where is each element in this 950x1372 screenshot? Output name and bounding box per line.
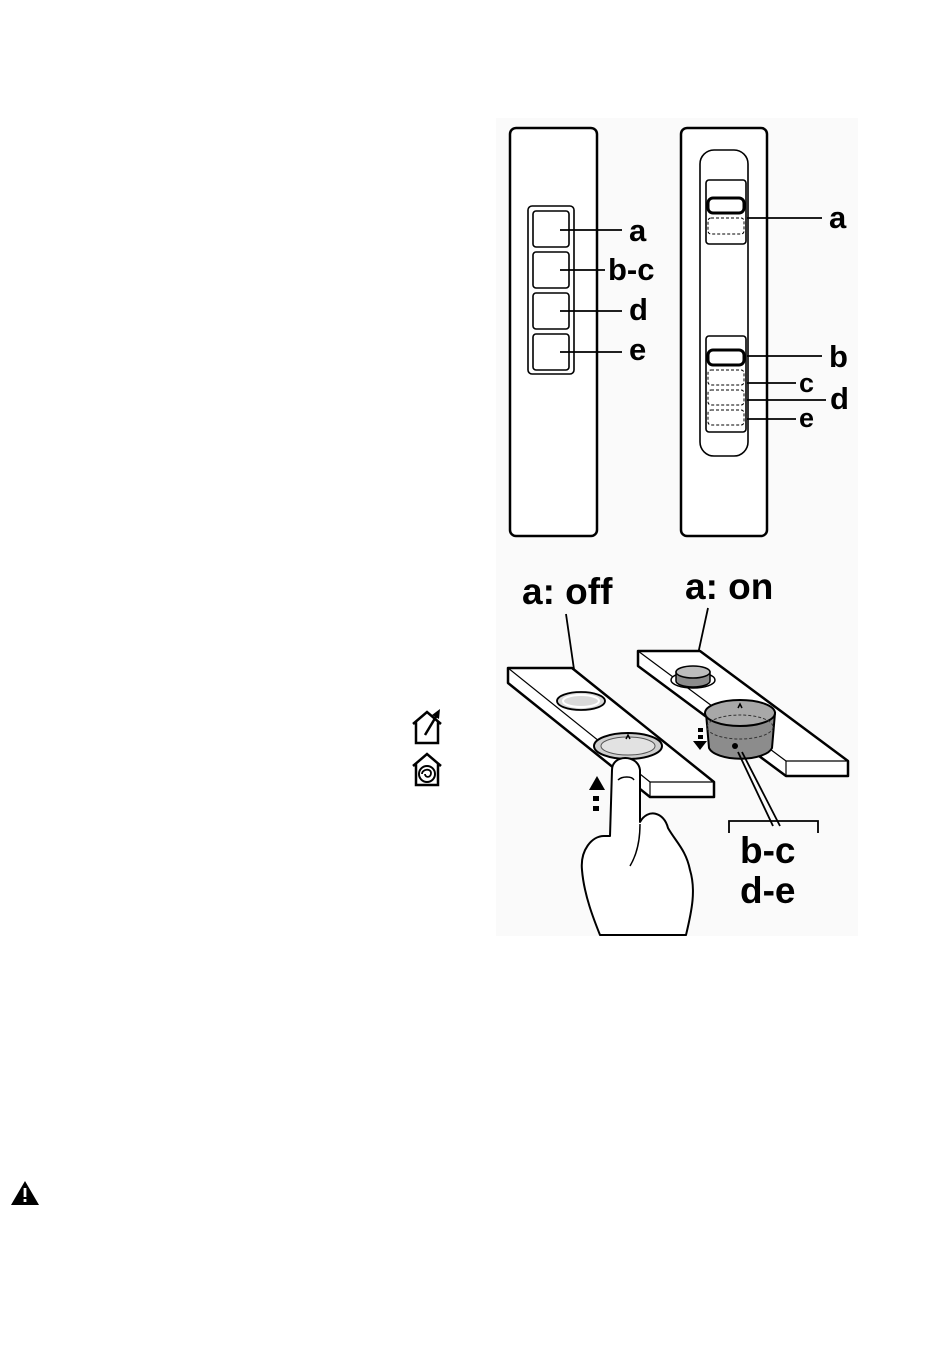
- slider-light-knob: [708, 198, 744, 213]
- label-a: a: [629, 213, 647, 248]
- press-arrow-dash: [593, 806, 599, 811]
- button-a-top: [676, 666, 710, 678]
- warning-exclamation-bar: [24, 1188, 27, 1197]
- label-a-off: a: off: [522, 571, 613, 612]
- label-e: e: [799, 403, 814, 433]
- button-a: [533, 211, 569, 247]
- circulation-swirl-icon: [422, 770, 431, 777]
- extraction-mode-icon: [408, 707, 446, 745]
- label-speeds-d-e: d-e: [740, 870, 796, 911]
- label-b-c: b-c: [608, 252, 655, 287]
- label-a-on: a: on: [685, 566, 773, 607]
- label-a: a: [829, 200, 847, 235]
- warning-triangle-icon: [11, 1181, 39, 1205]
- label-d: d: [629, 292, 648, 327]
- press-arrow-dash: [593, 796, 599, 801]
- label-b: b: [829, 339, 848, 374]
- release-arrow-dash: [698, 735, 703, 739]
- recirculation-mode-icon: [413, 754, 441, 785]
- release-arrow-dash: [698, 728, 703, 732]
- label-c: c: [799, 368, 814, 398]
- button-speed-inner: [601, 737, 655, 755]
- warning-exclamation-dot: [24, 1199, 27, 1202]
- button-mark: [732, 743, 738, 749]
- label-d: d: [830, 381, 849, 416]
- slider-fan-knob: [708, 350, 744, 365]
- label-e: e: [629, 332, 646, 367]
- label-speeds-b-c: b-c: [740, 830, 796, 871]
